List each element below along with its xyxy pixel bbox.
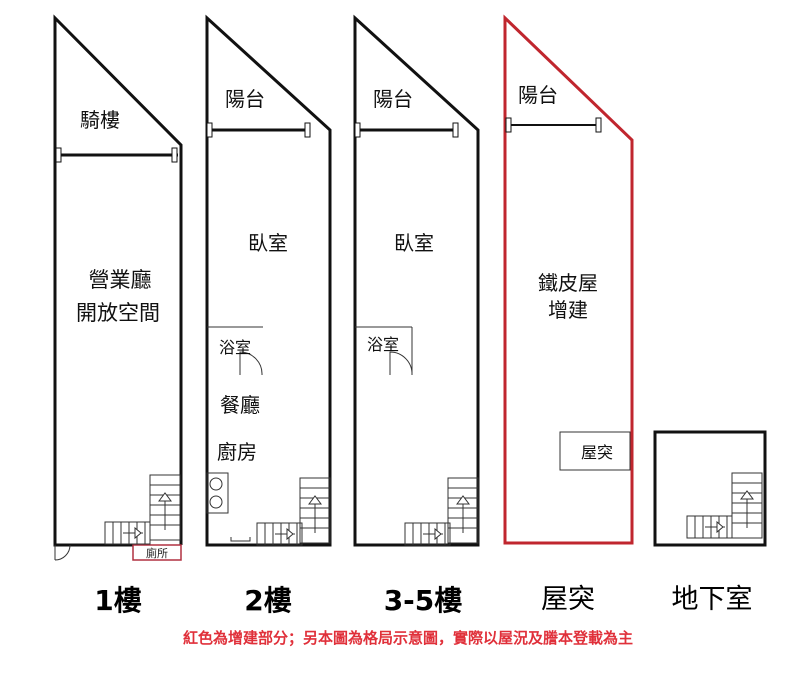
label-bathroom: 浴室 [219, 338, 251, 357]
label-open-space: 開放空間 [76, 301, 160, 325]
label-bathroom: 浴室 [367, 335, 399, 354]
floor-label-3-5: 3-5樓 [384, 584, 463, 617]
label-dining: 餐廳 [220, 393, 260, 417]
label-balcony: 陽台 [518, 83, 558, 107]
label-roof-structure: 屋突 [581, 443, 613, 462]
label-tin-house: 鐵皮屋 [538, 271, 598, 295]
floor-label-1: 1樓 [94, 584, 141, 617]
label-balcony: 陽台 [225, 87, 265, 111]
floor-2-plan: 陽台 臥室 浴室 餐廳 廚房 [205, 14, 332, 547]
label-bedroom: 臥室 [248, 231, 288, 255]
roof-plan: 陽台 鐵皮屋 增建 屋突 [503, 14, 634, 545]
floor-label-roof: 屋突 [541, 584, 595, 615]
label-bedroom: 臥室 [394, 231, 434, 255]
label-arcade: 騎樓 [80, 108, 120, 132]
label-addition: 增建 [548, 298, 588, 322]
floor-1-plan: 騎樓 營業廳 開放空間 廁所 [53, 14, 183, 561]
floor-label-2: 2樓 [244, 584, 291, 617]
basement-plan [653, 430, 767, 547]
label-kitchen: 廚房 [217, 440, 257, 464]
disclaimer-note: 紅色為增建部分；另本圖為格局示意圖，實際以屋況及謄本登載為主 [183, 629, 633, 647]
label-toilet: 廁所 [146, 546, 168, 560]
label-balcony: 陽台 [373, 87, 413, 111]
floor-label-basement: 地下室 [672, 584, 753, 615]
floor-3-5-plan: 陽台 臥室 浴室 [353, 14, 480, 547]
label-business-hall: 營業廳 [89, 268, 152, 292]
